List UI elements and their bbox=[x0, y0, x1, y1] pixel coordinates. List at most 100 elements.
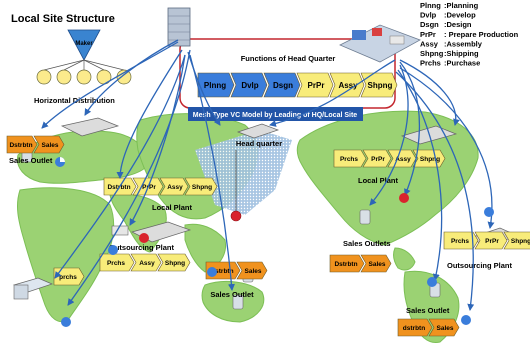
chain-step bbox=[362, 149, 392, 168]
chain-step-label: Shpng bbox=[420, 156, 440, 163]
pin-icon bbox=[61, 317, 71, 327]
factory-left-icon bbox=[60, 117, 120, 137]
legend-abbr: Shpng bbox=[420, 49, 444, 58]
chain-step bbox=[197, 72, 235, 98]
chain-step bbox=[53, 267, 85, 286]
arrow-to-right-store bbox=[399, 61, 421, 196]
chain-step bbox=[397, 318, 433, 337]
legend-meaning: :Design bbox=[444, 20, 472, 29]
legend-meaning: :Purchase bbox=[444, 59, 480, 68]
chain-step-label: Assy bbox=[167, 184, 183, 191]
chain-step-label: Plnng bbox=[204, 81, 226, 90]
site-label: Outsourcing Plant bbox=[447, 261, 513, 270]
site-label: Sales Outlet bbox=[406, 306, 450, 315]
legend-meaning: :Assembly bbox=[444, 39, 483, 48]
truck-icon bbox=[111, 225, 129, 236]
location-pins bbox=[55, 157, 494, 327]
chain-step-label: PrPr bbox=[485, 238, 499, 245]
chain-step-label: Dstrbtn bbox=[9, 142, 32, 149]
legend-abbr: Dvlp bbox=[420, 11, 437, 20]
chain-step bbox=[263, 72, 301, 98]
hq-functions-title: Functions of Head Quarter bbox=[241, 54, 336, 63]
chain-step bbox=[474, 231, 508, 250]
arrow-to-store-bottom bbox=[397, 69, 443, 281]
chain-step-label: dstrbtn bbox=[403, 325, 425, 332]
legend-abbr: Dsgn bbox=[420, 20, 439, 29]
vc-model-band bbox=[188, 107, 363, 121]
chain-step bbox=[296, 72, 334, 98]
chain-step bbox=[387, 149, 417, 168]
chain-step-label: Shpng bbox=[511, 238, 530, 245]
site-label: Local Plant bbox=[358, 176, 399, 185]
pin-icon bbox=[484, 207, 494, 217]
abbreviation-legend: Plnng:PlanningDvlp:DevelopDsgn:DesignPrP… bbox=[420, 1, 519, 68]
chain-step-label: Sales bbox=[245, 268, 262, 275]
arrow-to-africa bbox=[67, 49, 191, 306]
arrow-to-hq bbox=[187, 51, 221, 126]
horizontal-distribution-label: Horizontal Distribution bbox=[34, 96, 115, 105]
site-label: Outsourcing Plant bbox=[109, 243, 175, 252]
chain-step bbox=[157, 253, 191, 272]
arrow-back-to-hq bbox=[269, 59, 396, 127]
arrow-to-sales-outlet bbox=[41, 41, 179, 129]
chain-step bbox=[159, 177, 189, 196]
hq-pin bbox=[230, 210, 242, 222]
chain-step-label: Dstrbtn bbox=[334, 261, 357, 268]
arrow-to-local-plant-right bbox=[399, 59, 460, 126]
distributor-circle bbox=[36, 69, 52, 85]
arrow-to-sales-center bbox=[189, 54, 235, 291]
chain-step-label: Prchs bbox=[451, 238, 469, 245]
chain-step bbox=[333, 149, 367, 168]
chain-step-label: Shpng bbox=[192, 184, 212, 191]
chain-step bbox=[33, 135, 65, 154]
chain-step bbox=[428, 318, 460, 337]
vc-model-label: Mesh Type VC Model by Leading of HQ/Loca… bbox=[193, 112, 357, 119]
arrow-to-local-plant bbox=[116, 49, 183, 179]
chain-step-label: Prchs bbox=[340, 156, 358, 163]
arrow-to-outsourcing-right bbox=[399, 67, 495, 229]
factory-complex-icon bbox=[339, 24, 421, 63]
legend-meaning: :Develop bbox=[444, 11, 476, 20]
pin-icon bbox=[207, 267, 217, 277]
network-arrows bbox=[41, 39, 495, 311]
chain-step-label: Assy bbox=[139, 260, 155, 267]
chain-step bbox=[329, 72, 365, 98]
pin-icon bbox=[427, 277, 437, 287]
chain-step-label: Shpng bbox=[165, 260, 185, 267]
chain-step bbox=[184, 177, 218, 196]
chain-step bbox=[360, 254, 392, 273]
store-icon bbox=[232, 294, 244, 310]
arrow-to-europe-plant bbox=[84, 39, 179, 116]
chain-step-label: Sales bbox=[42, 142, 59, 149]
chain-step-label: Assy bbox=[338, 81, 358, 90]
pin-icon bbox=[139, 233, 149, 243]
chain-step-label: Dvlp bbox=[241, 81, 258, 90]
local-structure-title: Local Site Structure bbox=[11, 13, 115, 25]
chain-step-label: Sales bbox=[437, 325, 454, 332]
chain-step-label: Assy bbox=[395, 156, 411, 163]
site-label: Sales Outlets bbox=[343, 239, 391, 248]
warehouse-icon bbox=[13, 277, 53, 300]
legend-abbr: Assy bbox=[420, 39, 439, 48]
arrow-to-outsourcing bbox=[129, 54, 186, 226]
hq-location-label: Head quarter bbox=[236, 139, 282, 148]
chain-step bbox=[130, 253, 162, 272]
chain-step-label: Dstrbtn bbox=[210, 268, 233, 275]
chain-step-label: Dsgn bbox=[273, 81, 293, 90]
legend-abbr: Plnng bbox=[420, 1, 441, 10]
hq-factory-icon bbox=[236, 123, 280, 139]
arrow-to-warehouse bbox=[54, 54, 186, 279]
legend-abbr: Prchs bbox=[420, 59, 441, 68]
chain-step bbox=[443, 231, 479, 250]
legend-meaning: : Prepare Production bbox=[444, 30, 519, 39]
chain-step-label: Sales bbox=[369, 261, 386, 268]
chain-step bbox=[99, 253, 135, 272]
pin-icon bbox=[399, 193, 409, 203]
chain-step-label: Shpng bbox=[368, 81, 393, 90]
chain-step bbox=[360, 72, 398, 98]
distributor-circle bbox=[56, 69, 72, 85]
maker-triangle bbox=[67, 29, 101, 61]
